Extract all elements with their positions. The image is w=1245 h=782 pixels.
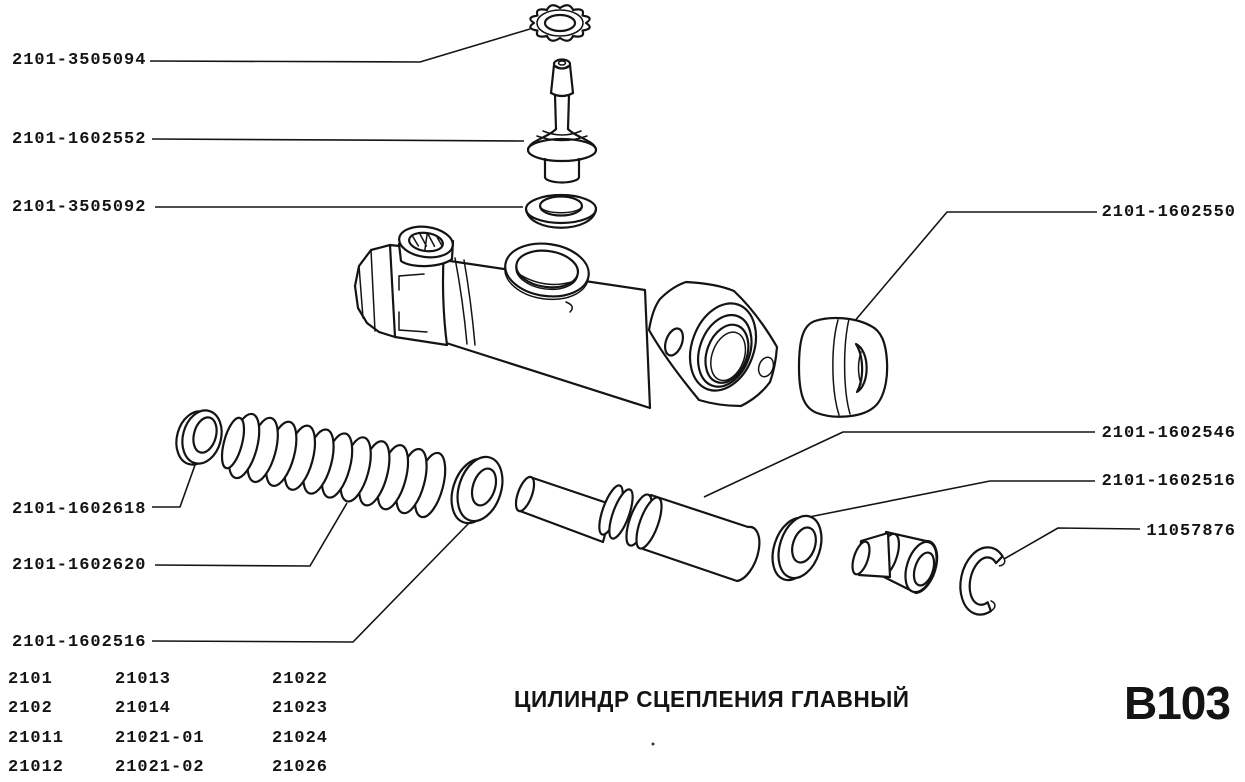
pushrod-drawing [526, 58, 598, 184]
seal-ring-left-drawing [450, 455, 504, 525]
model-cell: 21022 [272, 670, 329, 689]
part-label-lock-washer: 2101-3505094 [12, 51, 147, 70]
page-title: ЦИЛИНДР СЦЕПЛЕНИЯ ГЛАВНЫЙ [514, 686, 910, 712]
cylinder-body-drawing [353, 225, 779, 410]
part-label-circlip: 11057876 [1146, 522, 1236, 541]
model-cell: 21026 [272, 758, 329, 777]
model-cell: 21011 [8, 729, 65, 748]
model-cell: 21021-02 [115, 758, 205, 777]
model-cell: 21023 [272, 699, 329, 718]
model-cell: 21014 [115, 699, 172, 718]
leader-lines [149, 28, 1141, 643]
part-label-retainer-ring: 2101-1602618 [12, 500, 147, 519]
scan-dot [651, 742, 655, 746]
piston-drawing [514, 475, 761, 583]
model-cell: 2102 [8, 699, 53, 718]
spring-drawing [220, 412, 447, 519]
part-label-seal-left: 2101-1602516 [12, 633, 147, 652]
model-cell: 21021-01 [115, 729, 205, 748]
model-cell: 21012 [8, 758, 65, 777]
model-cell: 2101 [8, 670, 53, 689]
boot-drawing [797, 316, 889, 418]
circlip-drawing [959, 546, 1006, 616]
part-label-boot: 2101-1602550 [1101, 203, 1236, 222]
retainer-ring-drawing [175, 409, 223, 466]
part-label-piston: 2101-1602546 [1101, 424, 1236, 443]
flat-washer-drawing [524, 193, 598, 229]
page-code: B103 [1124, 677, 1231, 729]
part-label-seal-right: 2101-1602516 [1101, 472, 1236, 491]
lock-washer-drawing [529, 4, 591, 42]
part-label-pushrod: 2101-1602552 [12, 130, 147, 149]
model-cell: 21024 [272, 729, 329, 748]
model-cell: 21013 [115, 670, 172, 689]
part-label-flat-washer: 2101-3505092 [12, 198, 147, 217]
part-label-spring: 2101-1602620 [12, 556, 147, 575]
mounting-flange [647, 280, 779, 408]
bushing-drawing [851, 530, 939, 595]
seal-ring-right-drawing [771, 514, 823, 582]
filler-opening [504, 242, 590, 301]
